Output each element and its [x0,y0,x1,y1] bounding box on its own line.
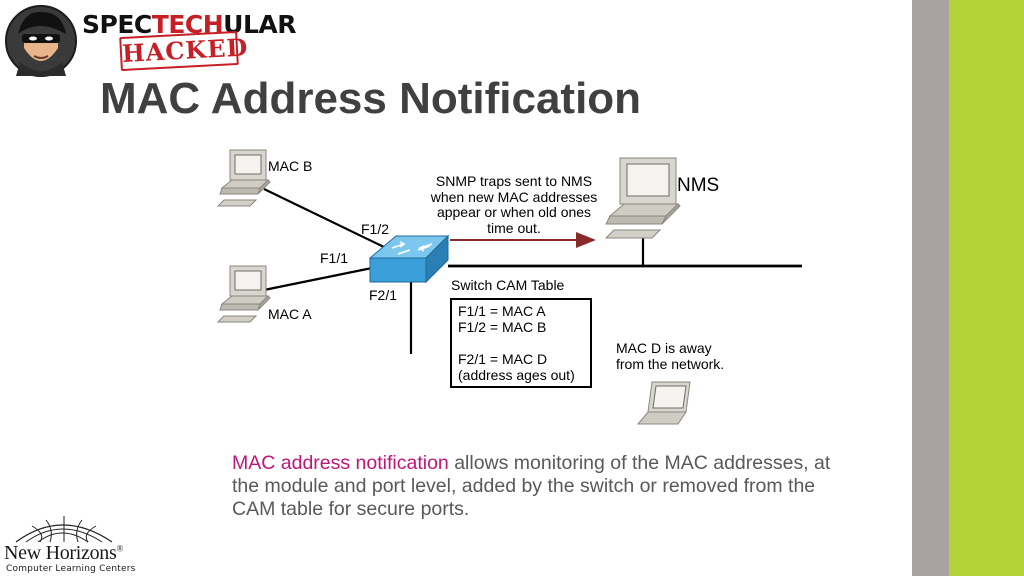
label-port-f1-1: F1/1 [320,250,349,266]
description-rest: allows monitoring of the MAC addresses, … [232,452,831,520]
laptop-icon [636,381,691,425]
diagram-canvas [216,149,802,425]
globe-logo-icon [15,516,113,543]
label-mac-b: MAC B [268,158,313,174]
snmp-traps-note: SNMP traps sent to NMS when new MAC addr… [430,173,598,236]
label-mac-a: MAC A [268,306,312,322]
cam-row: F1/1 = MAC A [458,303,546,319]
mac-d-away-note: MAC D is away from the network. [616,340,725,372]
side-stripe-green [949,0,1024,576]
label-port-f2-1: F2/1 [369,287,398,303]
computer-nms-icon [604,157,681,239]
network-diagram: MAC B MAC A NMS F1/2 F1/1 F2/1 SNMP trap… [216,149,802,425]
switch-icon [368,234,450,284]
footer-logo-subtitle: Computer Learning Centers [6,564,136,574]
link-mac-b [263,188,387,249]
label-port-f1-2: F1/2 [361,221,390,237]
computer-mac-b-icon [216,149,271,207]
page-title: MAC Address Notification [100,74,642,123]
label-nms: NMS [677,175,720,196]
side-stripe-gray [912,0,949,576]
brand-wordmark: SPECTECHULAR [82,10,297,39]
description-highlight: MAC address notification [232,452,449,474]
cam-row: (address ages out) [458,367,575,383]
footer-logo-name: New Horizons® [4,542,124,564]
cam-table-title: Switch CAM Table [451,277,565,293]
description-text: MAC address notification allows monitori… [232,452,852,521]
cam-table-box: F1/1 = MAC A F1/2 = MAC B F2/1 = MAC D (… [450,298,592,388]
computer-mac-a-icon [216,265,271,323]
cam-row: F2/1 = MAC D [458,351,548,367]
hacker-avatar-icon [5,5,77,77]
link-mac-a [263,266,373,292]
cam-row: F1/2 = MAC B [458,319,547,335]
